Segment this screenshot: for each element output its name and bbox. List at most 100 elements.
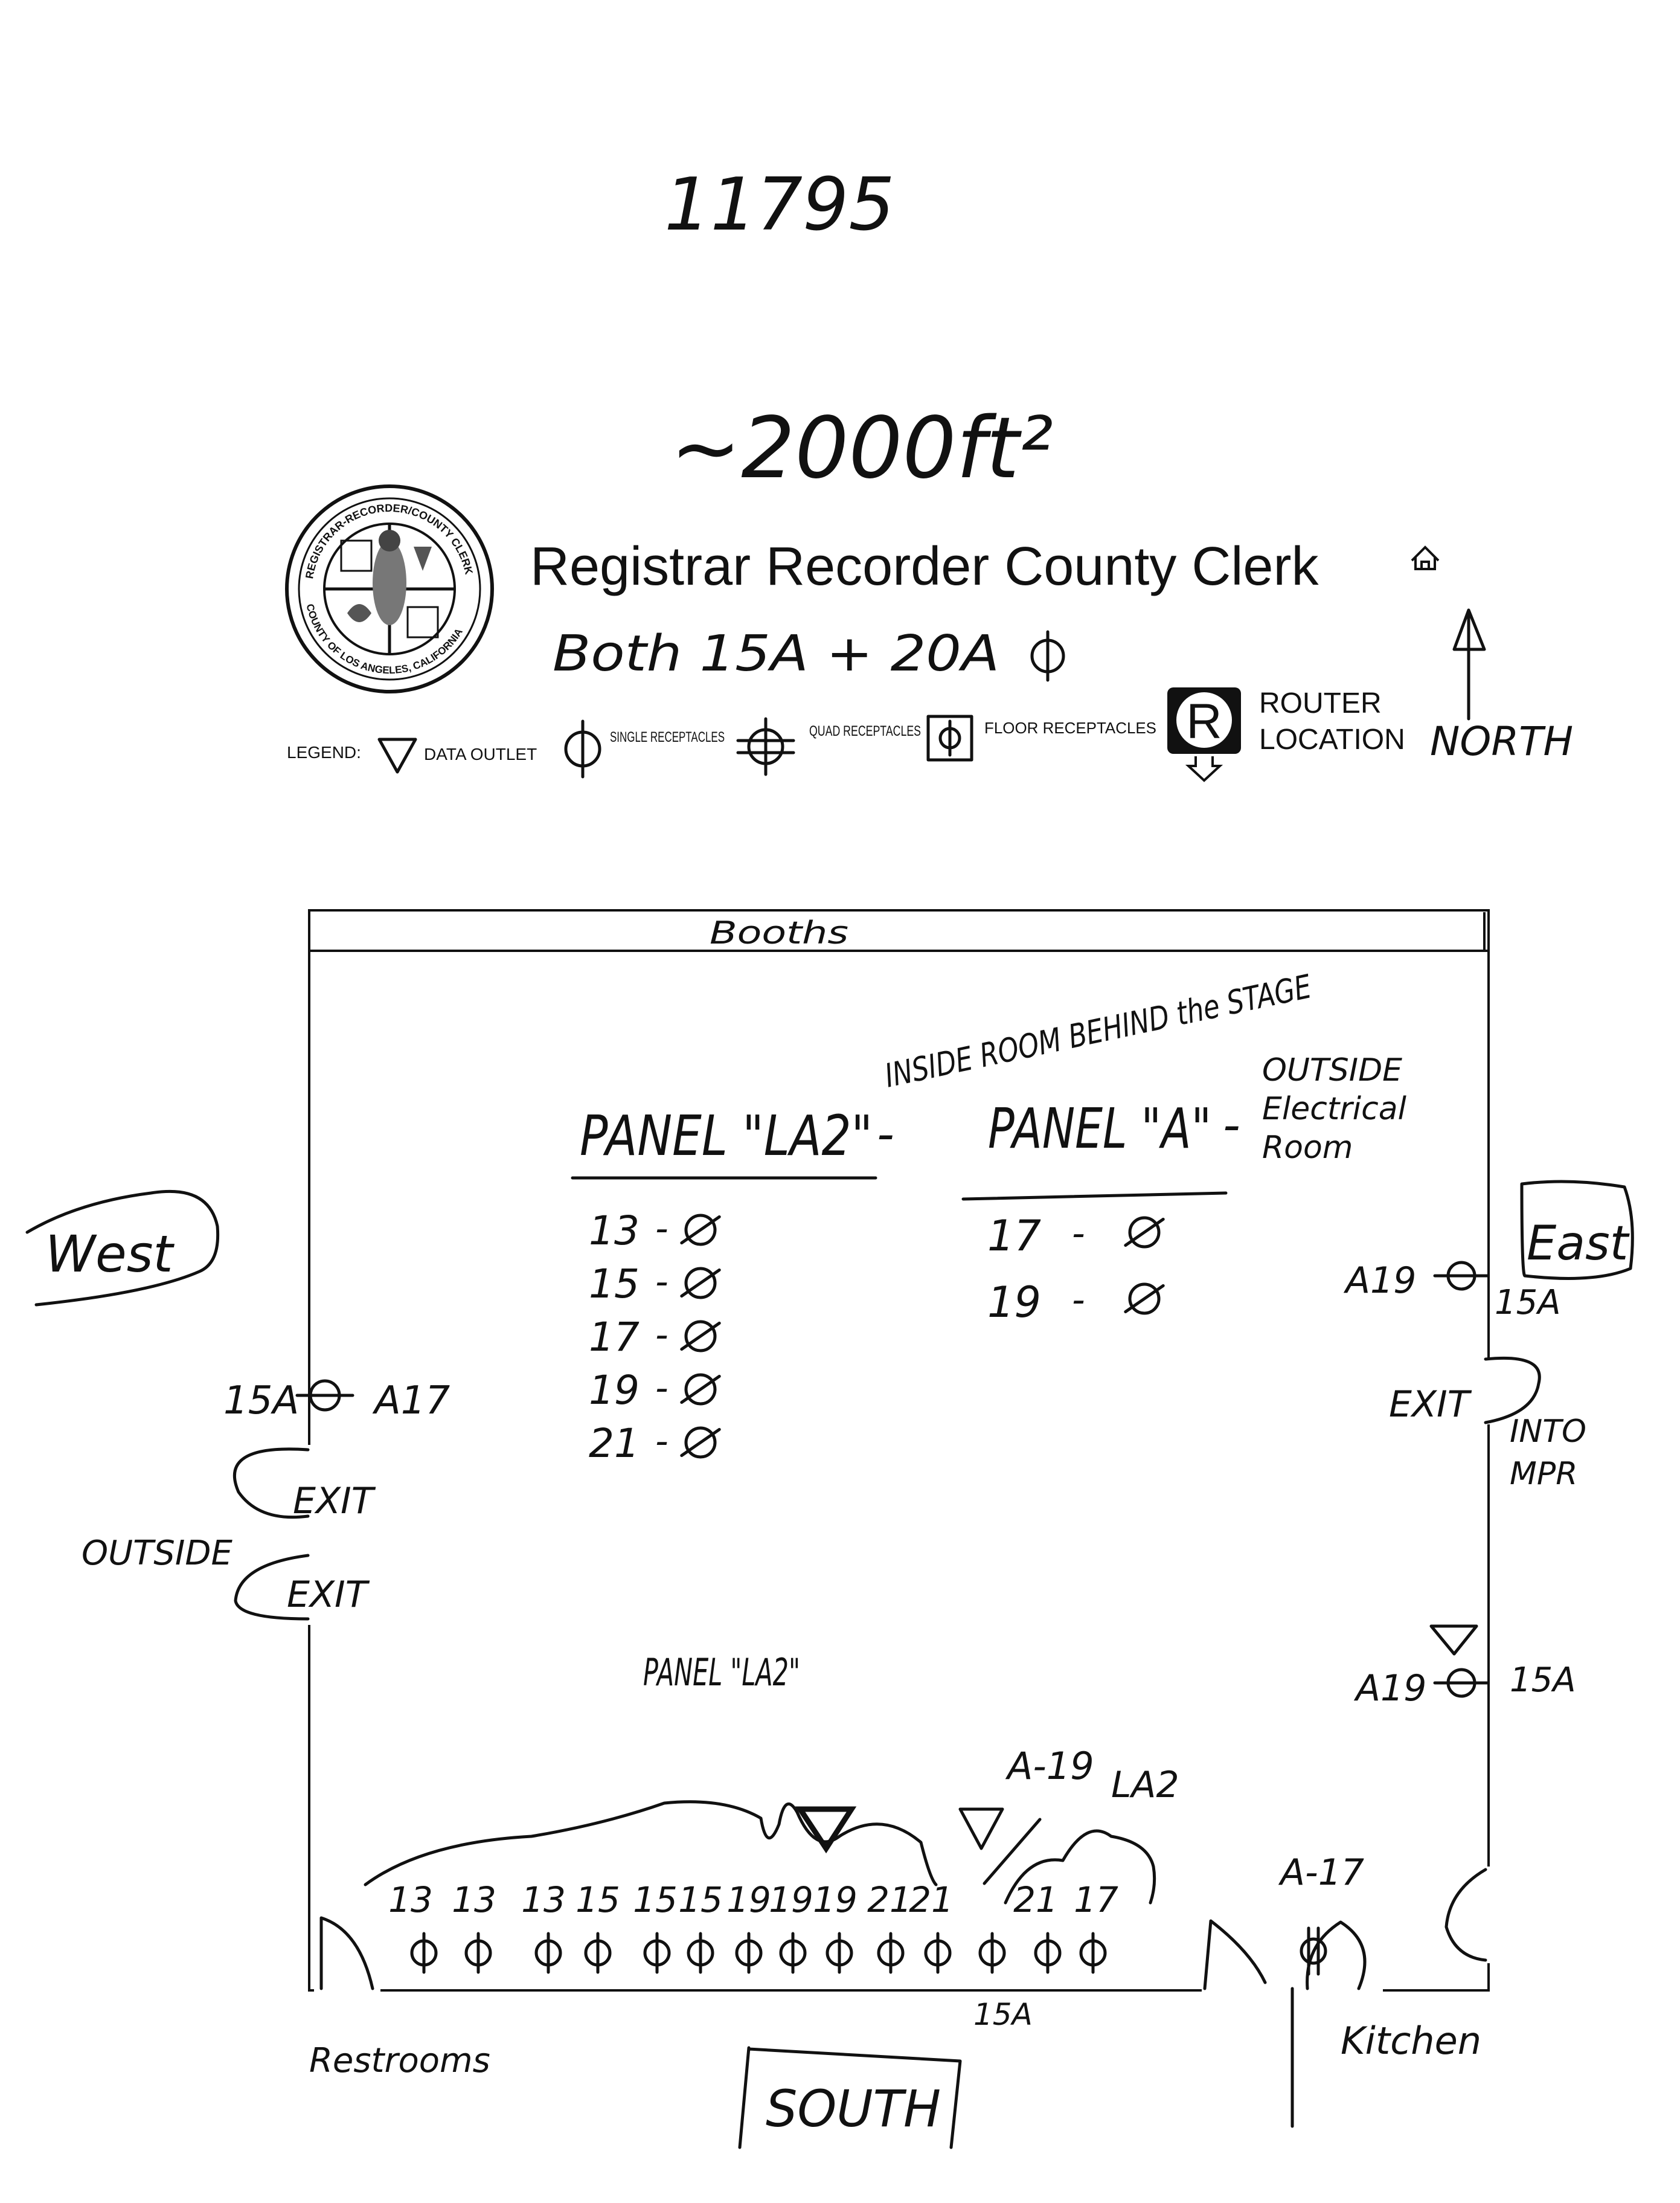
legend-single-receptacles: SINGLE RECEPTACLES	[610, 729, 725, 745]
data-outlet-legend-icon	[377, 738, 417, 774]
east-receptacle-top-icon	[1433, 1261, 1490, 1291]
panel-a-circuit-list: 17-19-	[987, 1211, 1165, 1327]
south-receptacle-icon	[877, 1932, 905, 1974]
home-icon	[1411, 545, 1440, 570]
south-receptacle-icon	[1034, 1932, 1062, 1974]
south-a17-label: A-17	[1278, 1851, 1364, 1894]
south-circuit-number: 21	[909, 1879, 954, 1920]
quad-receptacle-legend-icon	[736, 717, 795, 776]
west-label-box	[25, 1189, 220, 1307]
south-receptacle-icon	[735, 1932, 763, 1974]
west-exit-2-label: EXIT	[287, 1574, 370, 1616]
west-label: West	[45, 1224, 175, 1284]
la2-circuit-dash: -	[655, 1367, 668, 1409]
single-receptacle-legend-icon	[564, 719, 601, 779]
la2-circuit-number: 21	[589, 1420, 640, 1467]
south-circuit-number: 19	[726, 1879, 771, 1920]
north-label: NORTH	[1430, 718, 1573, 765]
west-receptacle-amps: 15A	[223, 1378, 299, 1423]
west-exit-door-1	[232, 1447, 310, 1519]
restroom-door	[319, 1916, 374, 1990]
south-circuit-number: 15	[575, 1879, 620, 1920]
la2-receptacle-icon	[680, 1426, 721, 1459]
receptacle-icon	[1030, 630, 1065, 682]
restrooms-label: Restrooms	[309, 2041, 490, 2080]
north-wall-label: Booths	[710, 915, 848, 951]
south-receptacle-icon	[534, 1932, 562, 1974]
la2-circuit-number: 17	[589, 1314, 640, 1360]
la2-circuit-dash: -	[655, 1420, 668, 1462]
north-arrow-icon	[1452, 608, 1486, 721]
south-label-box	[738, 2046, 962, 2149]
into-mpr-label: INTO MPR	[1510, 1413, 1586, 1492]
east-data-outlet-icon	[1429, 1624, 1478, 1656]
floor-receptacle-legend-icon	[926, 715, 973, 762]
panel-la2-title: PANEL "LA2"	[580, 1104, 873, 1168]
east-receptacle-lower-amps: 15A	[1510, 1661, 1576, 1700]
la2-circuit-number: 15	[589, 1261, 640, 1307]
kitchen-label: Kitchen	[1341, 2019, 1481, 2063]
south-circuit-number: 13	[388, 1879, 433, 1920]
la2-circuit-dash: -	[655, 1261, 668, 1303]
la2-receptacle-icon	[680, 1214, 721, 1246]
east-exit-door	[1484, 1356, 1541, 1424]
south-receptacle-icon	[826, 1932, 853, 1974]
panel-a-circuit-dash: -	[1072, 1279, 1085, 1321]
la2-bracket	[364, 1800, 938, 1886]
panel-a-receptacle-icon	[1124, 1216, 1165, 1249]
south-circuit-number: 19	[813, 1879, 858, 1920]
east-receptacle-top-amps: 15A	[1495, 1283, 1561, 1322]
south-receptacle-icon	[584, 1932, 612, 1974]
router-letter: R	[1186, 694, 1222, 749]
south-label: SOUTH	[766, 2079, 941, 2138]
south-circuit-number: 15	[633, 1879, 678, 1920]
south-circuit-number: 17	[1074, 1879, 1118, 1920]
south-receptacle-icon	[924, 1932, 952, 1974]
top-number: 11795	[664, 163, 895, 247]
west-receptacle-icon	[295, 1379, 354, 1412]
panel-a-title: PANEL "A"	[988, 1096, 1211, 1161]
south-data-outlet-2-icon	[958, 1807, 1004, 1850]
south-receptacle-icon	[687, 1932, 714, 1974]
east-label-box	[1520, 1180, 1634, 1280]
panel-a-receptacle-icon	[1124, 1282, 1165, 1315]
south-circuit-number: 15	[678, 1879, 723, 1920]
outside-label: OUTSIDE	[82, 1534, 232, 1573]
west-receptacle-circuit: A17	[372, 1378, 450, 1423]
panel-la2-note: INSIDE ROOM BEHIND the STAGE	[882, 967, 1315, 1095]
la2-circuit-number: 13	[589, 1208, 640, 1254]
la2-small-bracket	[1004, 1829, 1156, 1905]
south-la2-label: LA2	[1111, 1764, 1179, 1806]
east-receptacle-lower-icon	[1433, 1668, 1490, 1698]
la2-circuit-dash: -	[655, 1208, 668, 1250]
south-receptacle-icon	[1079, 1932, 1107, 1974]
south-a17-receptacle-icon	[1300, 1926, 1327, 1976]
west-exit-1-label: EXIT	[293, 1480, 376, 1522]
south-circuit-number: 21	[867, 1879, 912, 1920]
panel-la2-lower-label: PANEL "LA2"	[643, 1650, 800, 1694]
la2-receptacle-icon	[680, 1320, 721, 1352]
la2-circuit-number: 19	[589, 1367, 640, 1413]
south-receptacle-icon	[464, 1932, 492, 1974]
south-circuit-number: 13	[452, 1879, 496, 1920]
east-receptacle-lower-circuit: A19	[1353, 1667, 1426, 1709]
panel-a-note: OUTSIDE Electrical Room	[1262, 1052, 1407, 1166]
south-receptacle-icon	[978, 1932, 1006, 1974]
legend-label: LEGEND:	[287, 743, 361, 762]
south-15a-label: 15A	[973, 1997, 1033, 2032]
legend-router-location: ROUTER LOCATION	[1259, 687, 1405, 756]
amps-note: Both 15A + 20A	[553, 625, 999, 683]
panel-la2-dash: -	[877, 1106, 894, 1162]
east-receptacle-top-circuit: A19	[1343, 1259, 1416, 1302]
panel-a-circuit-dash: -	[1072, 1212, 1085, 1255]
panel-a-underline	[961, 1191, 1228, 1201]
router-location-icon: R	[1167, 687, 1241, 782]
area-note: ~2000ft²	[670, 399, 1053, 498]
south-circuit-number: 19	[769, 1879, 813, 1920]
panel-a-circuit-number: 19	[987, 1278, 1041, 1327]
a19-divider	[983, 1818, 1042, 1885]
la2-circuit-dash: -	[655, 1314, 668, 1356]
panel-la2-circuit-list: 13-15-17-19-21-	[589, 1208, 721, 1467]
